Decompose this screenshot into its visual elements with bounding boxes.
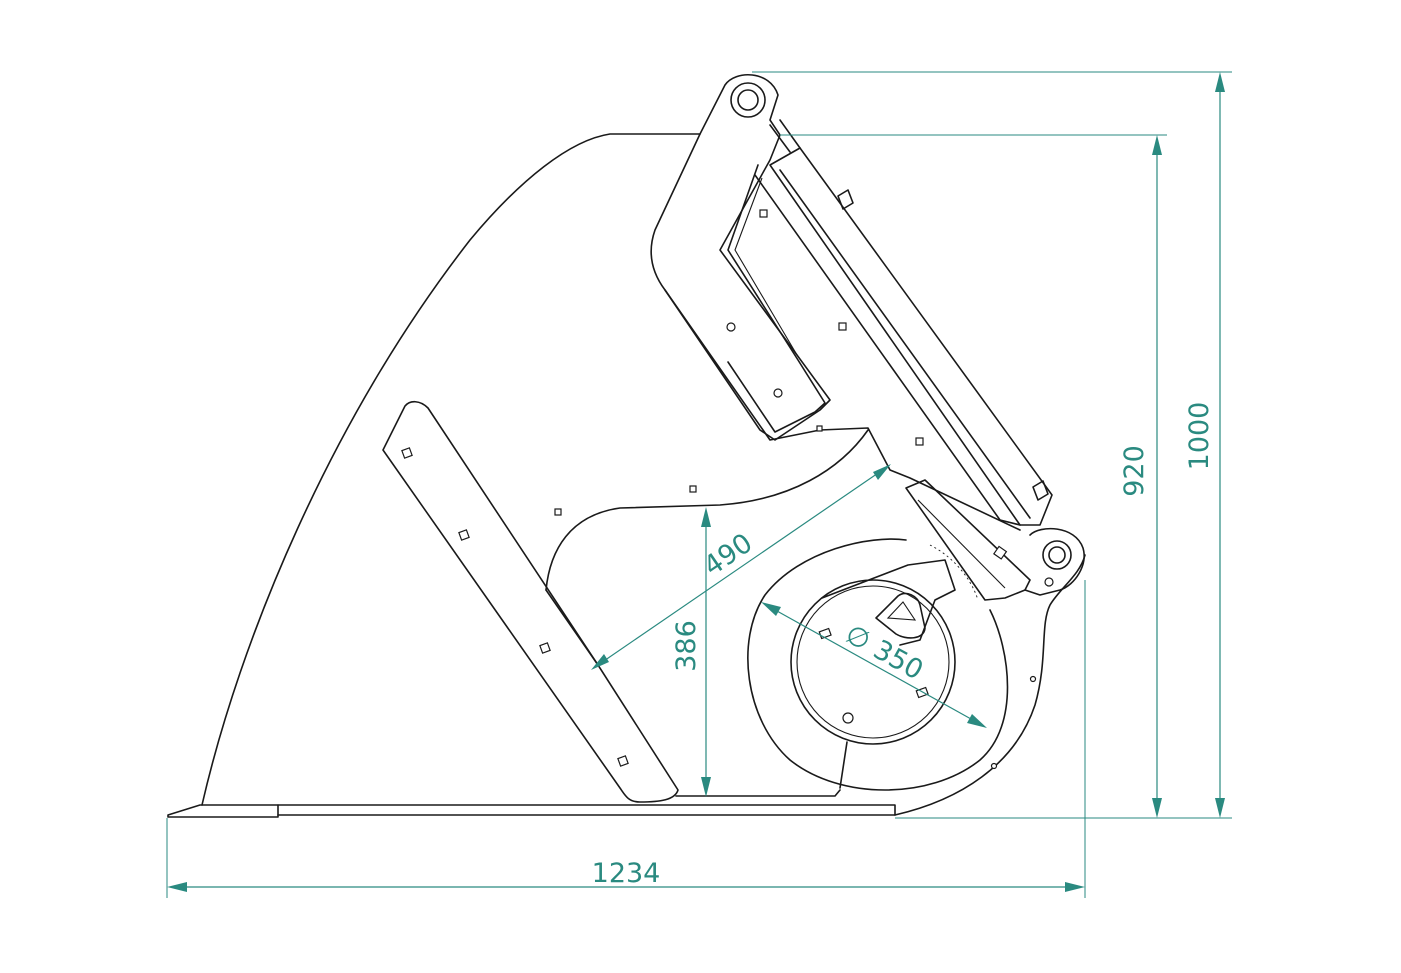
arrow-350-start	[761, 602, 781, 616]
arrow-386-top	[701, 507, 711, 527]
rotor-disc-outer	[790, 579, 956, 745]
mount-hole	[993, 545, 1008, 560]
arrow-1234-left	[167, 882, 187, 892]
rotor-disc-inner	[796, 585, 950, 739]
bottom-plate	[277, 804, 896, 816]
arrow-1000-bottom	[1215, 798, 1225, 818]
arm-hole-2	[726, 322, 736, 332]
arm-hole-1	[759, 209, 768, 218]
rotor-drum	[747, 538, 1037, 791]
arm-recess-line	[734, 177, 798, 356]
lower-mount	[905, 479, 1085, 601]
gusset-hole-1	[401, 447, 413, 459]
drum-housing	[894, 554, 1086, 816]
arm-hole-3	[838, 322, 847, 331]
dim-line-350	[767, 605, 981, 725]
cylinder-rear	[754, 174, 1021, 526]
label-1000: 1000	[1184, 402, 1215, 471]
gusset-plate	[382, 400, 679, 803]
rotor-hidden-line	[929, 544, 979, 601]
arm-hole-5	[816, 425, 823, 432]
cylinder-lug-2	[1032, 480, 1049, 501]
drum-outer-ring	[747, 538, 1009, 791]
arrow-350-end	[967, 714, 987, 728]
arrow-490-end	[873, 464, 891, 480]
cylinder-body	[769, 147, 1053, 526]
drum-dot-2	[990, 762, 998, 770]
cylinder-rod	[769, 119, 801, 153]
bottom-pivot-lug	[1024, 527, 1085, 596]
arm-plate-outer	[664, 73, 831, 441]
rotor-hub-mount	[875, 592, 926, 639]
bottom-pivot-small	[1044, 577, 1054, 587]
hydraulic-cylinder	[754, 119, 1053, 526]
drum-dot-1	[1029, 675, 1037, 683]
label-386: 386	[671, 620, 702, 672]
dim-line-490	[597, 468, 885, 666]
gusset-hole-2	[458, 529, 470, 541]
inner-plate-outline	[545, 429, 869, 591]
arrow-386-bottom	[701, 777, 711, 797]
gusset-hole-3	[539, 642, 551, 654]
arrow-1000-top	[1215, 72, 1225, 92]
arrow-1234-right	[1065, 882, 1085, 892]
label-350: ∅ 350	[840, 619, 928, 687]
label-920: 920	[1119, 445, 1150, 497]
rotor-stub	[839, 741, 848, 789]
cylinder-inner-line	[779, 169, 1031, 519]
rotor-hub-inner	[886, 601, 917, 621]
bucket-shell-outline	[201, 133, 1021, 806]
lift-arm	[664, 73, 924, 446]
cylinder-lug-1	[837, 189, 854, 210]
plate-hole-1	[689, 485, 697, 493]
plate-hole-2	[554, 508, 562, 516]
lower-mount-plate	[905, 479, 1031, 601]
arrow-920-top	[1152, 135, 1162, 155]
arm-hole-4	[773, 388, 783, 398]
bucket-body	[167, 133, 1086, 818]
cutting-edge	[167, 804, 279, 818]
side-gusset	[382, 400, 679, 803]
rotor-bolt	[842, 712, 854, 724]
rotor-hub-arm	[821, 559, 956, 646]
arrow-490-start	[591, 654, 609, 670]
dimension-lines	[166, 71, 1232, 898]
rotor-slot-1	[818, 627, 832, 640]
arm-hole-6	[915, 437, 924, 446]
arrow-920-bottom	[1152, 798, 1162, 818]
inner-side-plate	[545, 429, 869, 666]
label-1234: 1234	[592, 858, 661, 889]
arm-inner-recess	[727, 164, 826, 433]
lower-mount-inner	[917, 499, 1006, 589]
top-pivot-inner	[737, 89, 759, 111]
bottom-inner-line	[675, 789, 841, 797]
inner-plate-lower	[545, 589, 599, 666]
bottom-pivot-inner	[1048, 546, 1066, 564]
label-490: 490	[698, 528, 758, 583]
gusset-hole-4	[617, 755, 629, 767]
